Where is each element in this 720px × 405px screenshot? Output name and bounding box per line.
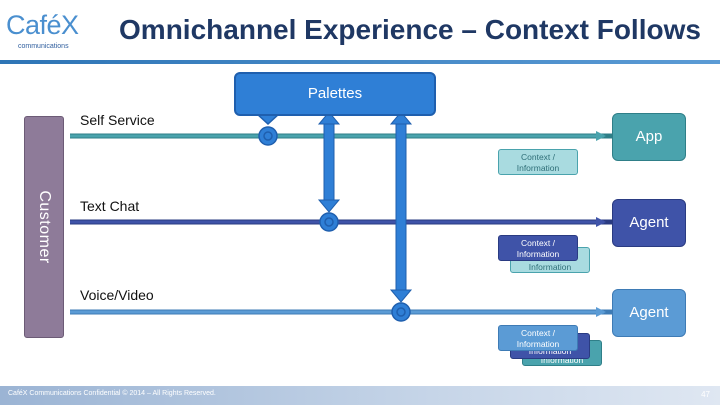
channel-label-text-chat: Text Chat xyxy=(80,198,140,214)
logo-subtext: communications xyxy=(18,43,69,50)
customer-box: Customer xyxy=(24,116,64,338)
self-service-node xyxy=(258,126,278,146)
channel-label-self-service: Self Service xyxy=(80,112,155,128)
voice-video-node xyxy=(391,302,411,322)
slide-title: Omnichannel Experience – Context Follows xyxy=(119,14,701,45)
context-card-text-chat-front: Context / Information xyxy=(498,235,578,261)
context-card-voice-video-front: Context / Information xyxy=(498,325,578,351)
palettes-to-voice-video-arrow xyxy=(389,111,413,303)
endpoint-app: App xyxy=(612,113,686,161)
endpoint-agent-voice-video: Agent xyxy=(612,289,686,337)
palettes-box: Palettes xyxy=(234,72,436,116)
text-chat-node xyxy=(319,212,339,232)
palettes-label: Palettes xyxy=(307,85,363,102)
logo-wordmark: CaféX xyxy=(6,10,79,40)
footer-bar xyxy=(0,386,720,405)
endpoint-agent-text-chat: Agent xyxy=(612,199,686,247)
footer-confidential: CaféX Communications Confidential © 2014… xyxy=(8,390,216,397)
page-number: 47 xyxy=(701,390,710,399)
channel-label-voice-video: Voice/Video xyxy=(80,287,154,303)
cafex-logo: CaféX communications xyxy=(6,10,98,58)
palettes-to-text-chat-arrow xyxy=(317,111,341,213)
title-divider xyxy=(0,60,720,64)
context-card-self-service: Context / Information xyxy=(498,149,578,175)
customer-label: Customer xyxy=(36,190,53,264)
